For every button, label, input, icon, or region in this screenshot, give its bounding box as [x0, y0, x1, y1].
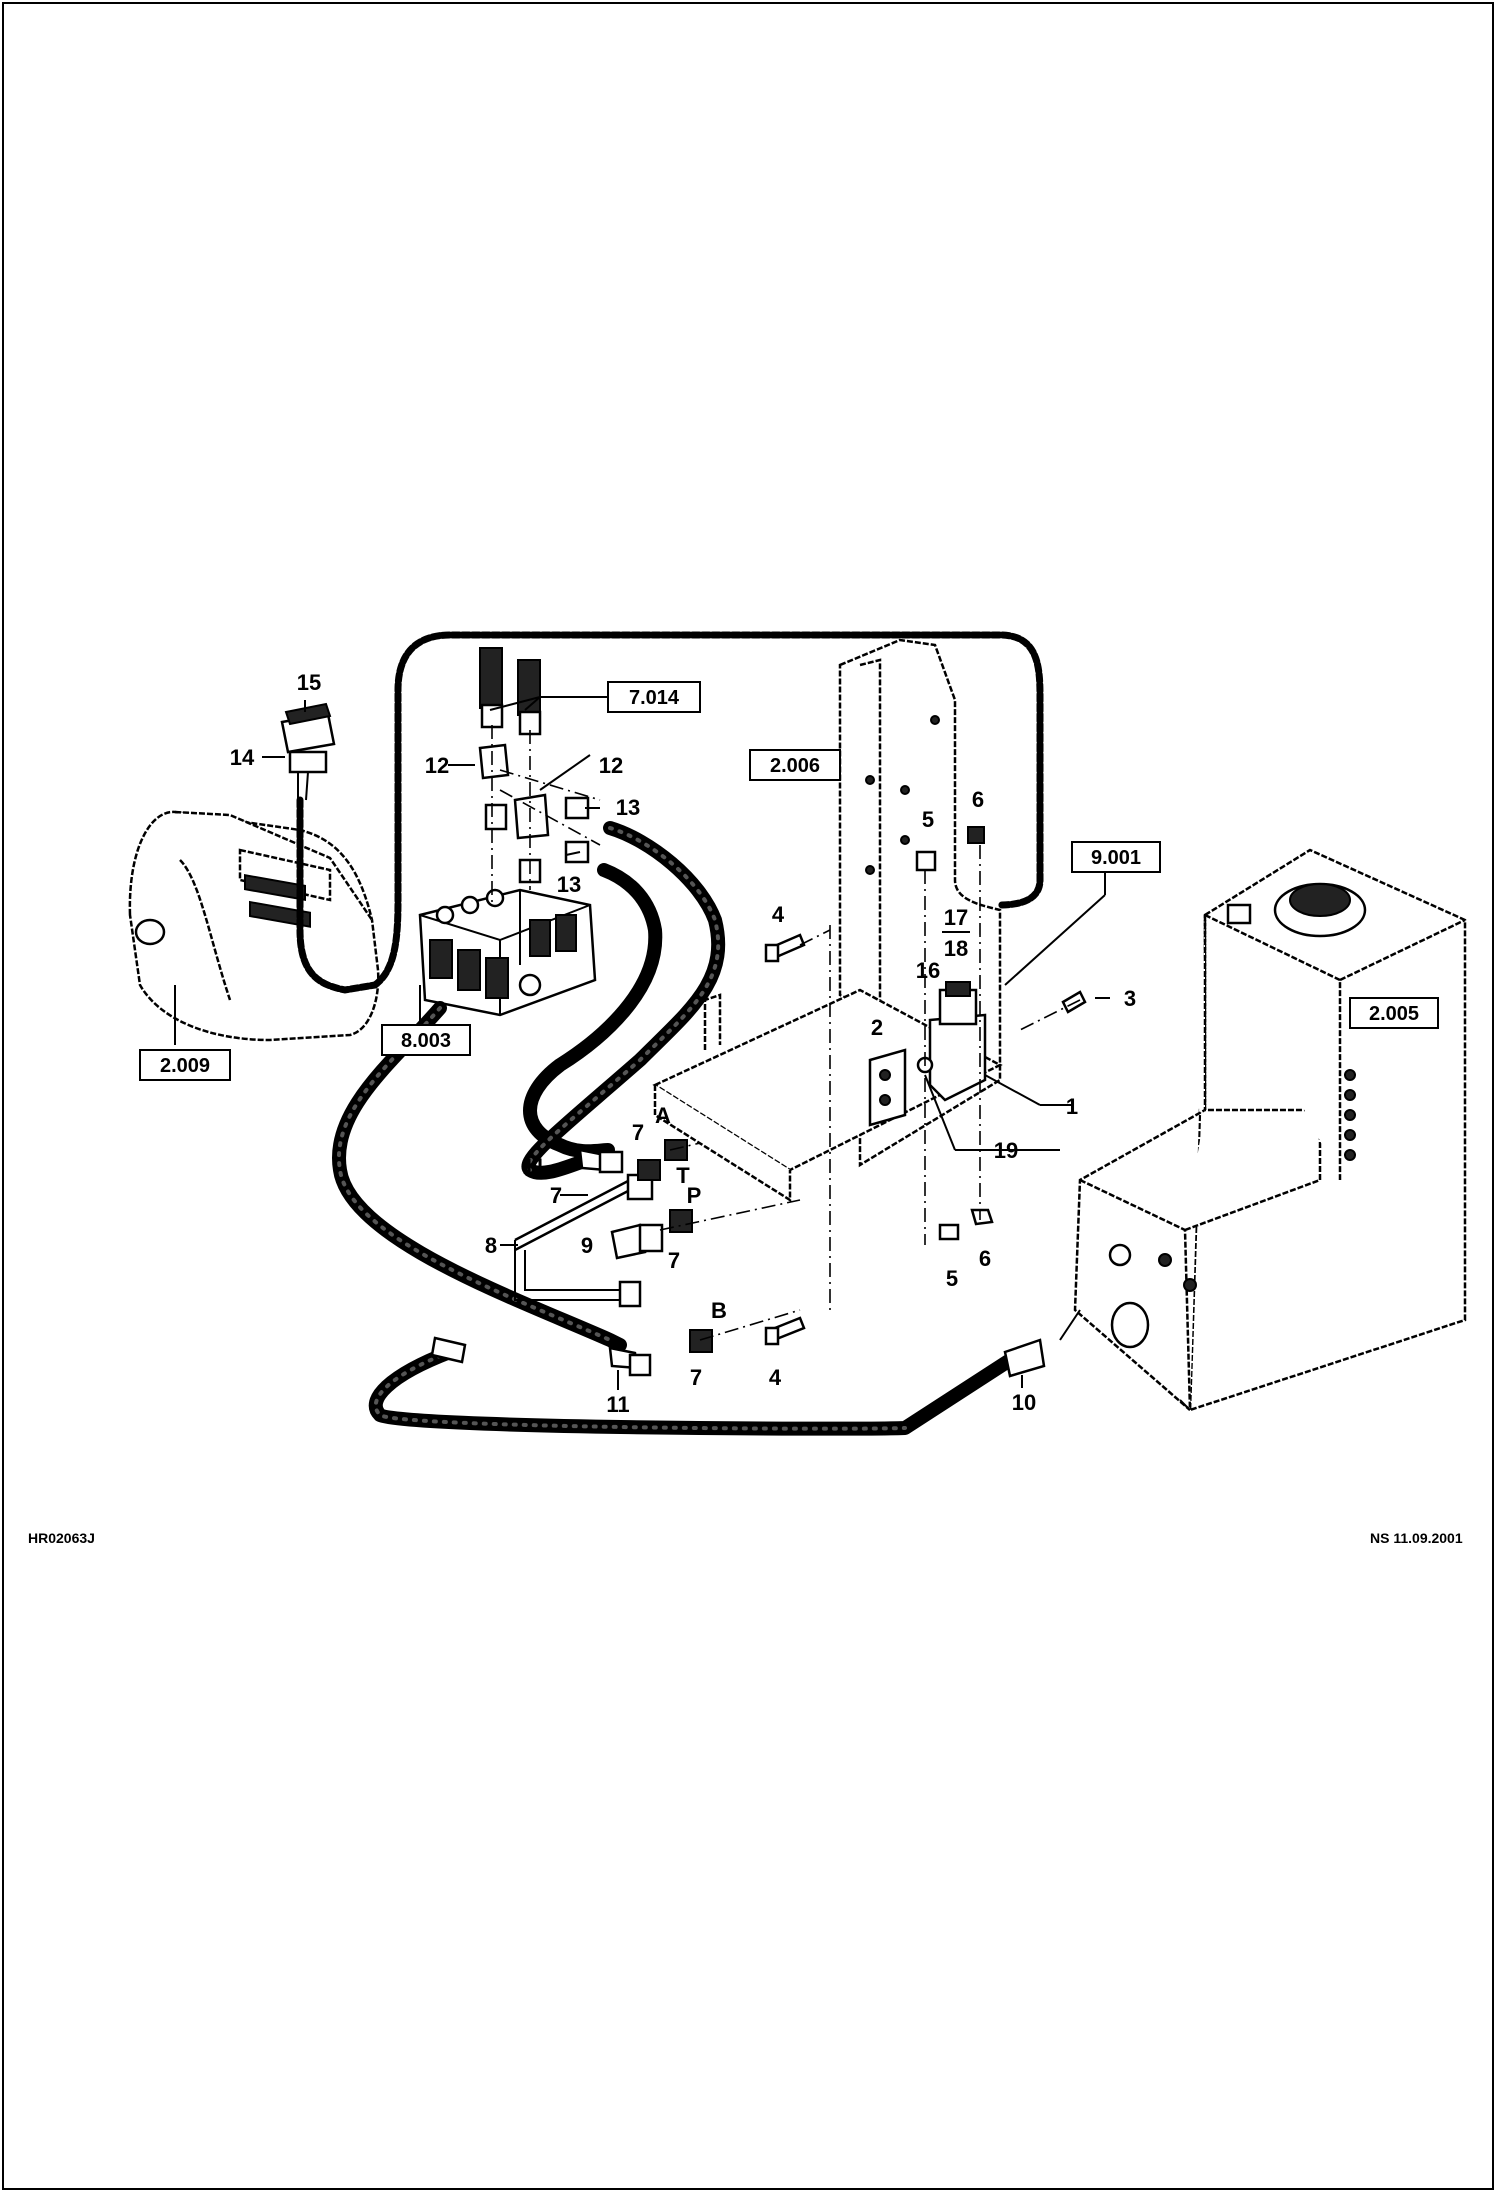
hoses: [331, 821, 1017, 1436]
callout-17: 17: [944, 905, 968, 930]
ref-9001: 9.001: [1071, 841, 1161, 873]
ref-8003-label: 8.003: [401, 1030, 451, 1052]
port-letters: A T P B: [655, 1103, 727, 1323]
port-p: P: [687, 1183, 702, 1208]
ref-2006: 2.006: [749, 749, 841, 781]
ref-2009-label: 2.009: [160, 1055, 210, 1077]
callout-9: 9: [581, 1233, 593, 1258]
ref-2005-label: 2.005: [1369, 1003, 1419, 1025]
callout-15: 15: [297, 670, 321, 695]
date-stamp: NS 11.09.2001: [1370, 1530, 1463, 1546]
rocker-switch: [280, 702, 336, 801]
ref-7014-label: 7.014: [629, 687, 680, 709]
ref-8003: 8.003: [381, 1024, 471, 1056]
leader-lines: [174, 696, 1110, 1390]
ref-2005: 2.005: [1349, 997, 1439, 1029]
callout-6-top: 6: [972, 787, 984, 812]
fasteners: [764, 826, 1087, 1346]
callout-5-bottom: 5: [946, 1266, 958, 1291]
callout-11-bottom: 11: [606, 1392, 629, 1417]
callout-19: 19: [994, 1138, 1018, 1163]
callout-1: 1: [1066, 1094, 1078, 1119]
valve-fittings: [478, 647, 601, 905]
ref-2006-label: 2.006: [770, 755, 820, 777]
callout-numbers: 15 14 12 12 13 13 5 6 17 18 16 3 4 2 1 1…: [230, 670, 1136, 1417]
control-valve-block: [418, 888, 597, 1017]
port-a: A: [655, 1103, 671, 1128]
port-t: T: [676, 1163, 690, 1188]
callout-3: 3: [1124, 986, 1136, 1011]
port-b: B: [711, 1298, 727, 1323]
control-wire-loop: [371, 631, 1044, 989]
callout-12-right: 12: [599, 753, 623, 778]
callout-4-bottom: 4: [769, 1365, 782, 1390]
switch-wire: [296, 796, 379, 994]
ref-7014: 7.014: [607, 681, 701, 713]
ref-9001-label: 9.001: [1091, 847, 1141, 869]
callout-5-top: 5: [922, 807, 934, 832]
callout-2: 2: [871, 1015, 883, 1040]
callout-13-top: 13: [616, 795, 640, 820]
callout-14: 14: [230, 745, 255, 770]
callout-11-top: 11: [522, 1154, 545, 1179]
callout-6-bottom: 6: [979, 1246, 991, 1271]
callout-4-top: 4: [772, 902, 785, 927]
pressure-valve: [868, 981, 987, 1127]
figure-id: HR02063J: [28, 1530, 95, 1546]
control-console: [128, 810, 380, 1042]
ref-2009: 2.009: [139, 1049, 231, 1081]
callout-13-bottom: 13: [557, 872, 581, 897]
callout-7-c: 7: [668, 1248, 680, 1273]
callout-18: 18: [944, 936, 968, 961]
callout-7-d: 7: [690, 1365, 702, 1390]
callout-7-a: 7: [632, 1120, 644, 1145]
hydraulic-tank: [1059, 848, 1467, 1412]
callout-7-b: 7: [550, 1183, 562, 1208]
callout-10: 10: [1012, 1390, 1036, 1415]
hose-fittings: [430, 1148, 1046, 1378]
callout-12-left: 12: [425, 753, 449, 778]
callout-16: 16: [916, 958, 940, 983]
callout-8: 8: [485, 1233, 497, 1258]
